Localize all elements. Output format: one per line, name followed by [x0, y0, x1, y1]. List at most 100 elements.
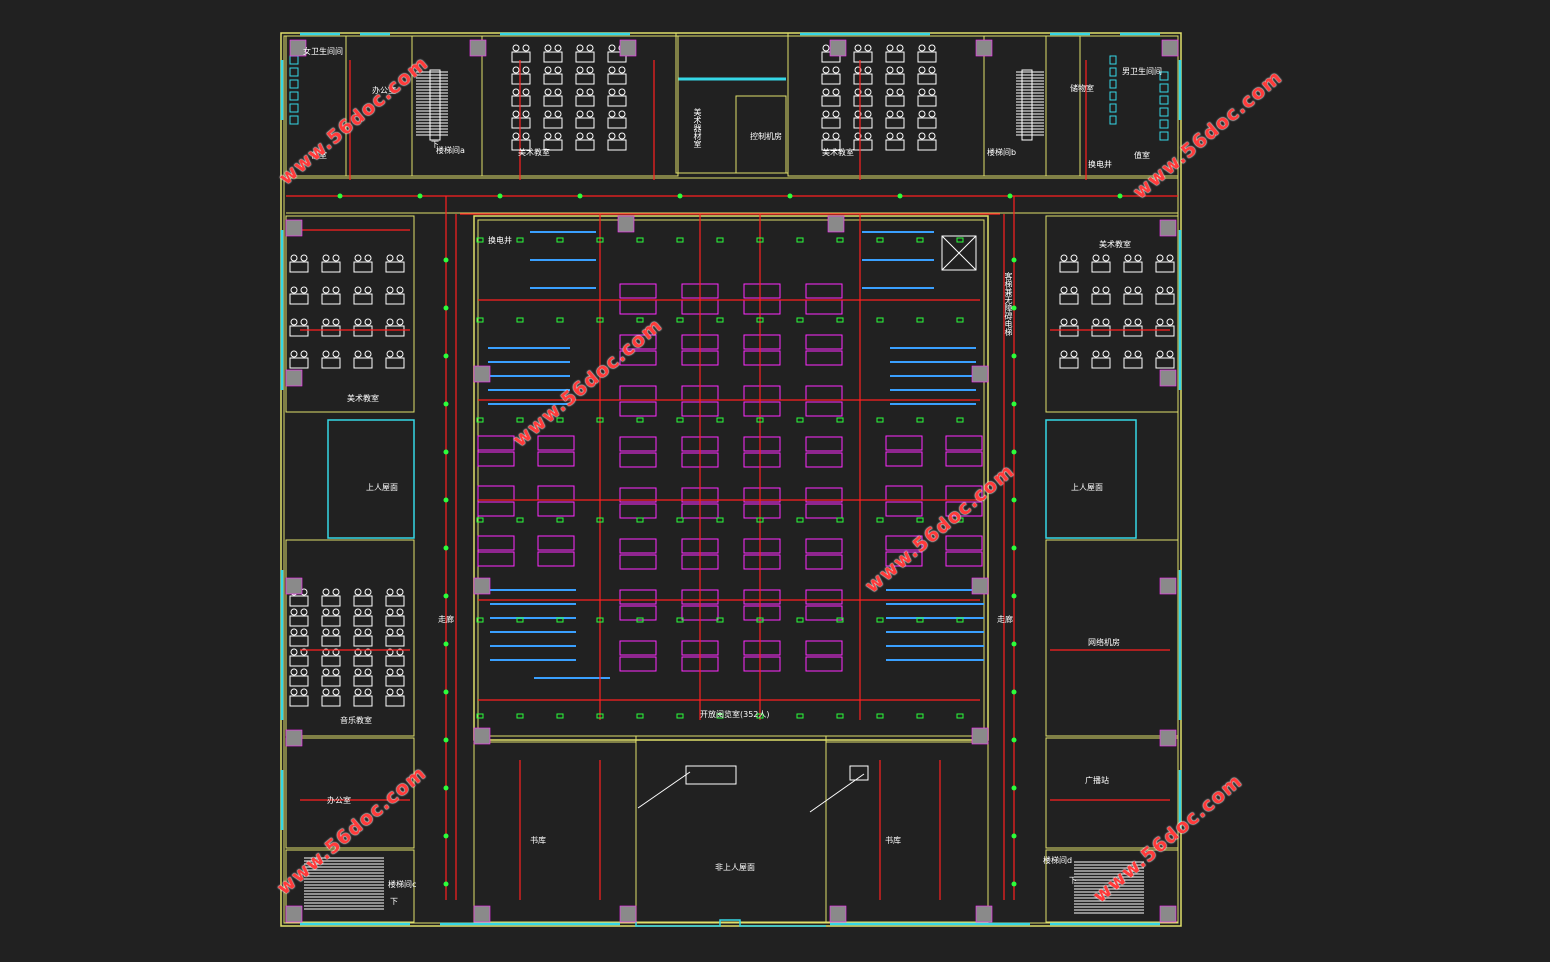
- desk: [385, 615, 405, 627]
- stair-down-mark-e: 下: [1069, 876, 1077, 885]
- desk-seat: [290, 668, 298, 676]
- desk-seat: [886, 132, 894, 140]
- desk-seat: [822, 66, 830, 74]
- desk-seat: [608, 132, 616, 140]
- reading-table: [743, 385, 781, 401]
- desk-seat: [332, 254, 340, 262]
- light-fixture: [756, 517, 764, 523]
- desk-seat: [332, 668, 340, 676]
- reading-table: [619, 554, 657, 570]
- desk-seat: [918, 88, 926, 96]
- desk-seat: [1124, 254, 1132, 262]
- desk-seat: [1166, 254, 1174, 262]
- desk: [321, 261, 341, 273]
- desk-seat: [586, 44, 594, 52]
- desk: [821, 139, 841, 151]
- desk-seat: [354, 688, 362, 696]
- desk-seat: [322, 648, 330, 656]
- column: [285, 219, 303, 237]
- light-fixture: [1011, 833, 1017, 839]
- room-label-corridor-e: 走廊: [997, 615, 1013, 624]
- desk-seat: [1166, 350, 1174, 358]
- reading-table: [945, 551, 983, 567]
- desk-seat: [386, 318, 394, 326]
- light-fixture: [1011, 689, 1017, 695]
- desk-seat: [332, 608, 340, 616]
- elevator-car: [941, 235, 977, 271]
- desk: [607, 73, 627, 85]
- reading-table: [805, 503, 843, 519]
- reading-table: [477, 501, 515, 517]
- desk-seat: [1092, 350, 1100, 358]
- toilet-fixture: [289, 67, 299, 77]
- reading-table: [619, 350, 657, 366]
- reading-table: [805, 656, 843, 672]
- desk-seat: [1124, 318, 1132, 326]
- light-fixture: [516, 317, 524, 323]
- desk: [353, 655, 373, 667]
- desk-seat: [522, 88, 530, 96]
- light-fixture: [876, 617, 884, 623]
- desk-seat: [1060, 318, 1068, 326]
- desk-seat: [354, 668, 362, 676]
- toilet-fixture: [289, 91, 299, 101]
- stair-down-mark-w: 下: [390, 897, 398, 906]
- desk: [385, 635, 405, 647]
- stair-rail: [1021, 69, 1033, 141]
- column: [469, 39, 487, 57]
- light-fixture: [476, 713, 484, 719]
- desk-seat: [864, 88, 872, 96]
- desk: [1123, 261, 1143, 273]
- light-fixture: [916, 713, 924, 719]
- desk-seat: [576, 132, 584, 140]
- desk: [353, 325, 373, 337]
- column: [827, 215, 845, 233]
- desk-seat: [512, 110, 520, 118]
- desk-seat: [918, 66, 926, 74]
- desk: [917, 73, 937, 85]
- desk-seat: [928, 66, 936, 74]
- desk: [353, 695, 373, 707]
- reading-table: [945, 435, 983, 451]
- light-fixture: [916, 317, 924, 323]
- column: [619, 39, 637, 57]
- light-fixture: [897, 193, 903, 199]
- light-fixture: [636, 517, 644, 523]
- reading-table: [619, 605, 657, 621]
- desk: [511, 95, 531, 107]
- desk-seat: [512, 88, 520, 96]
- light-fixture: [876, 417, 884, 423]
- light-fixture: [836, 237, 844, 243]
- desk: [289, 615, 309, 627]
- desk-seat: [396, 350, 404, 358]
- reading-table: [537, 451, 575, 467]
- desk-seat: [1102, 254, 1110, 262]
- desk: [353, 261, 373, 273]
- reading-table: [537, 435, 575, 451]
- room-label-corridor-w: 走廊: [438, 615, 454, 624]
- desk-seat: [1156, 318, 1164, 326]
- desk-seat: [364, 628, 372, 636]
- reading-table: [885, 435, 923, 451]
- reading-table: [743, 487, 781, 503]
- desk: [353, 293, 373, 305]
- west-office-wall: [285, 737, 415, 849]
- reading-table: [743, 299, 781, 315]
- reading-table: [477, 551, 515, 567]
- reading-table: [537, 485, 575, 501]
- desk-seat: [1102, 318, 1110, 326]
- light-fixture: [1011, 593, 1017, 599]
- light-fixture: [716, 713, 724, 719]
- light-fixture: [516, 617, 524, 623]
- desk-seat: [586, 132, 594, 140]
- reading-table: [805, 436, 843, 452]
- reading-table: [619, 401, 657, 417]
- desk-seat: [544, 66, 552, 74]
- desk-seat: [886, 88, 894, 96]
- desk-seat: [586, 66, 594, 74]
- desk-seat: [332, 350, 340, 358]
- column: [975, 905, 993, 923]
- column: [285, 577, 303, 595]
- room-label-office-sw: 办公室: [327, 796, 351, 805]
- desk: [385, 325, 405, 337]
